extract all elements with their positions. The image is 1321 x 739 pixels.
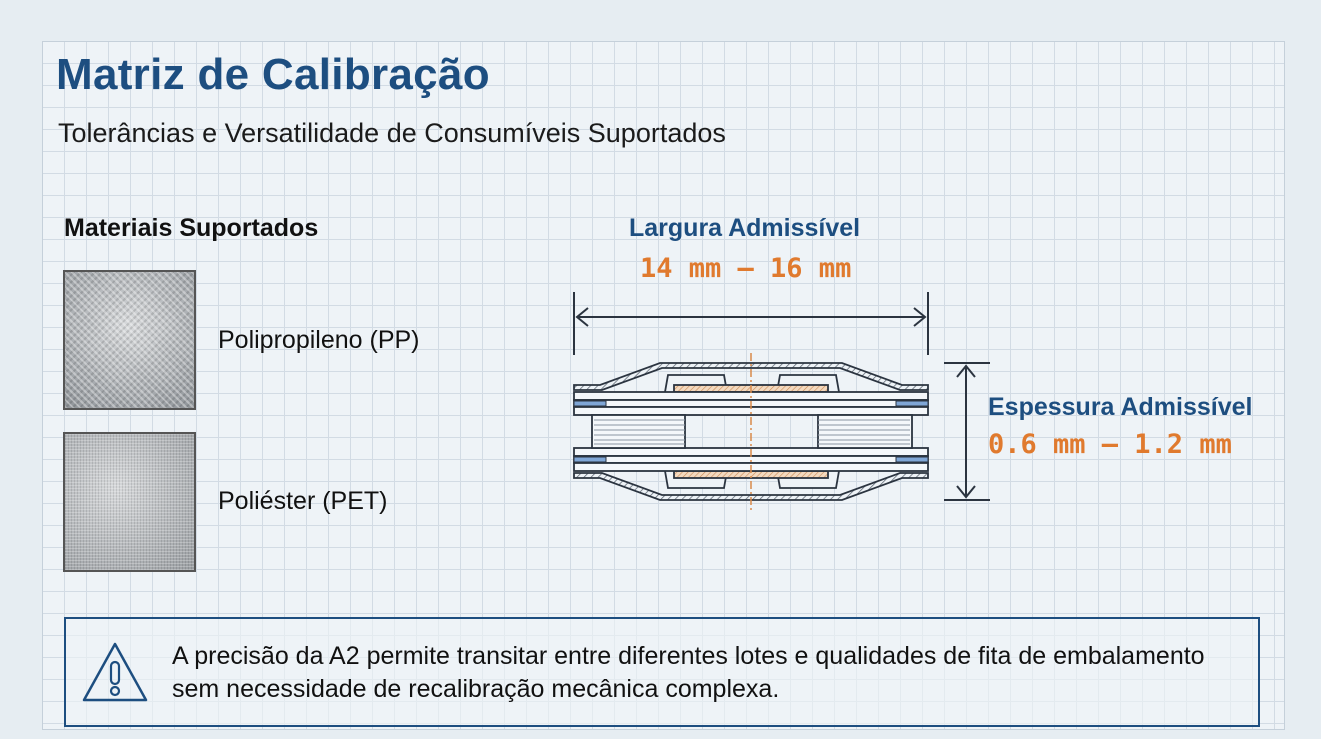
width-value: 14 mm — 16 mm bbox=[640, 253, 852, 284]
page-subtitle: Tolerâncias e Versatilidade de Consumíve… bbox=[58, 118, 726, 148]
thickness-title: Espessura Admissível bbox=[988, 393, 1253, 421]
grid-panel bbox=[42, 41, 1285, 730]
strap-layers bbox=[573, 362, 929, 501]
material-label-pp: Polipropileno (PP) bbox=[218, 326, 420, 354]
materials-heading: Materiais Suportados bbox=[64, 214, 319, 242]
note-text: A precisão da A2 permite transitar entre… bbox=[172, 642, 1205, 703]
material-label-pet: Poliéster (PET) bbox=[218, 487, 388, 515]
thickness-value: 0.6 mm — 1.2 mm bbox=[988, 429, 1232, 460]
pp-material-swatch bbox=[63, 270, 196, 410]
thickness-dimension-arrow bbox=[944, 362, 990, 501]
info-note-box bbox=[64, 617, 1260, 727]
width-title: Largura Admissível bbox=[629, 214, 861, 242]
width-dimension-arrow bbox=[573, 292, 929, 355]
page-title: Matriz de Calibração bbox=[56, 50, 490, 99]
warning-icon bbox=[82, 642, 148, 702]
pet-material-swatch bbox=[63, 432, 196, 572]
